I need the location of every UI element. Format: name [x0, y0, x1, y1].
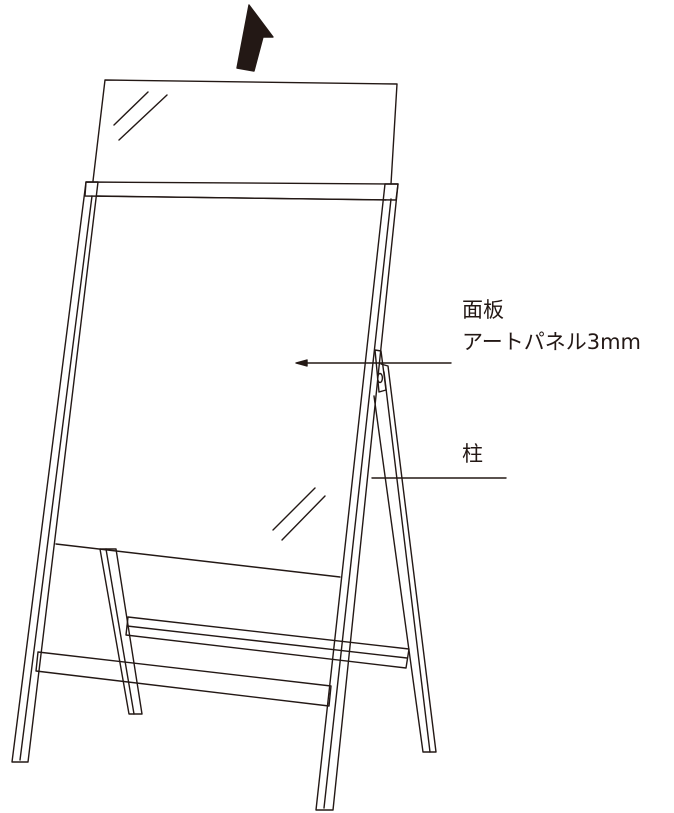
rear-cross-brace	[125, 616, 410, 669]
rear-legs	[99, 349, 437, 753]
panel-leader-arrowhead	[295, 359, 308, 367]
panel-title-label: 面板	[462, 298, 504, 322]
panel-spec-label: アートパネル3mm	[462, 330, 642, 354]
front-frame	[11, 181, 399, 811]
arrow-up-icon	[236, 4, 274, 72]
cover-panel	[92, 79, 398, 185]
front-cross-brace	[35, 651, 332, 707]
post-label: 柱	[462, 442, 483, 466]
